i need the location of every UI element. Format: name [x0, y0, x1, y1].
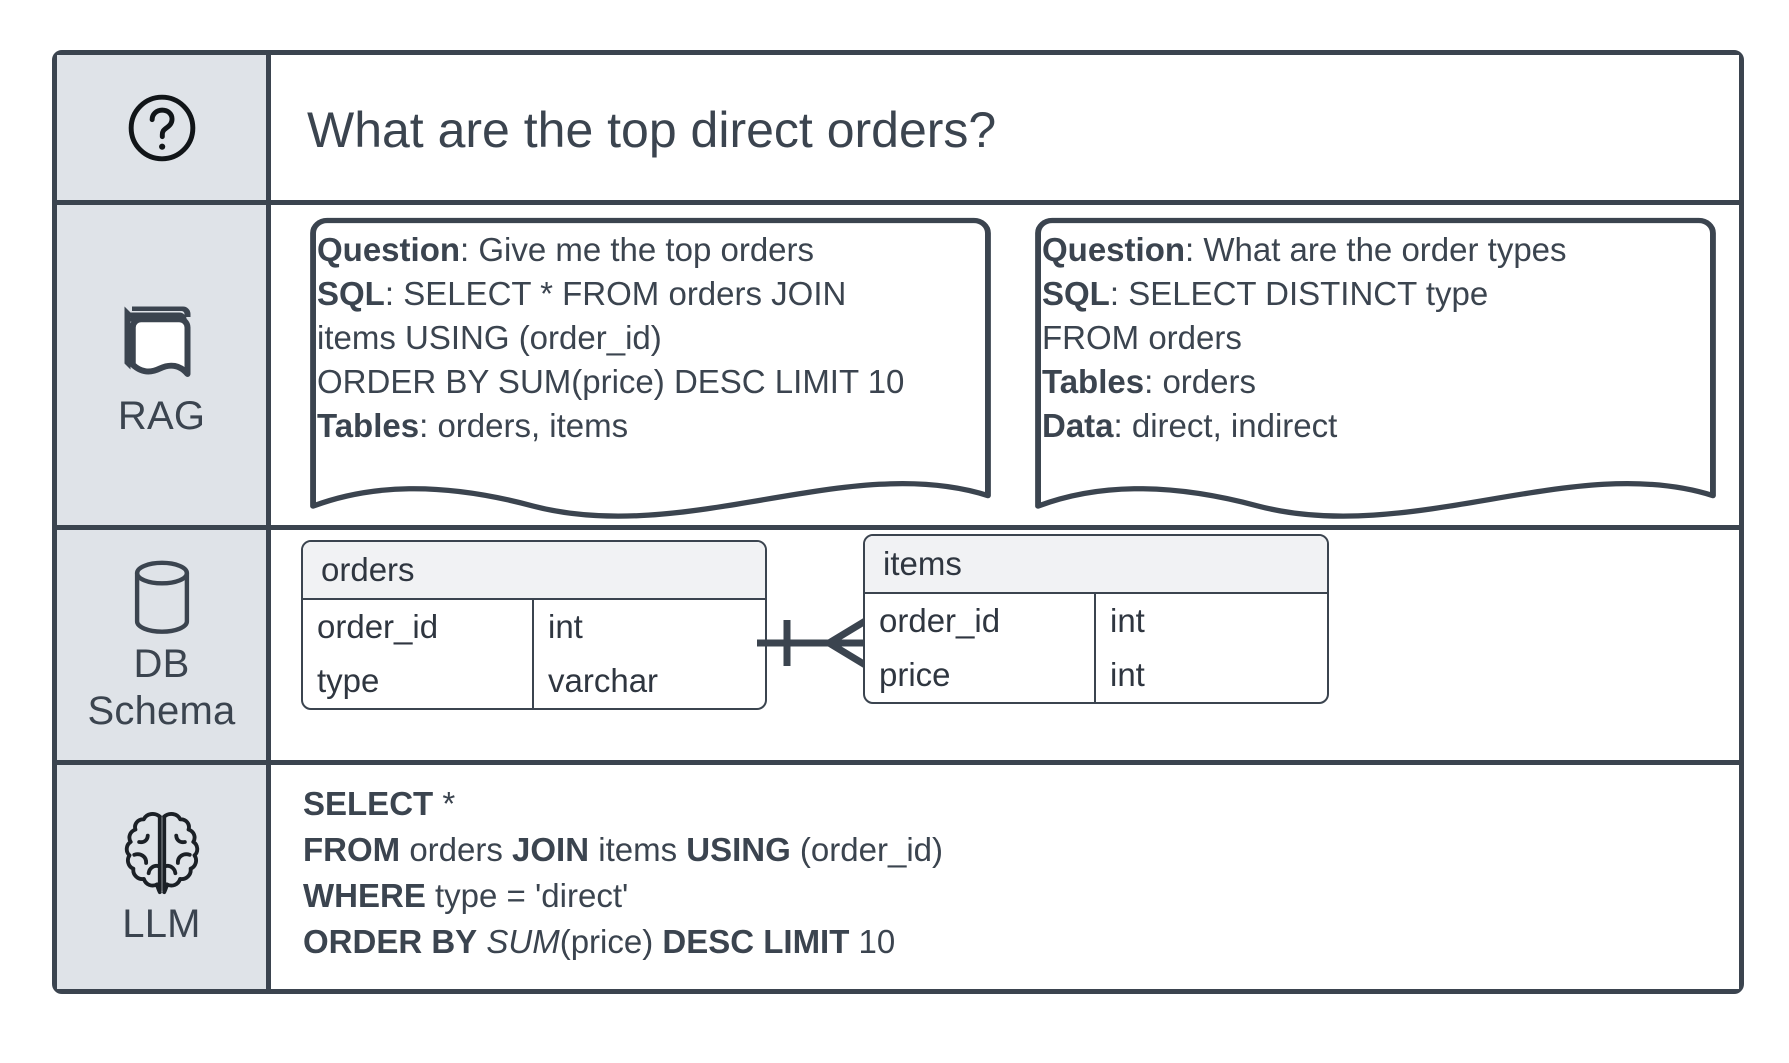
llm-label-cell: LLM: [57, 765, 271, 989]
question-row: What are the top direct orders?: [57, 55, 1739, 205]
er-column-name: type: [303, 654, 534, 708]
er-table-orders: orders order_id int type varchar: [301, 540, 767, 710]
er-column-name: order_id: [865, 594, 1096, 648]
rag-line: Question: Give me the top orders: [317, 231, 815, 268]
er-column-type: varchar: [548, 662, 659, 699]
er-table-items: items order_id int price int: [863, 534, 1329, 704]
llm-content-cell: SELECT * FROM orders JOIN items USING (o…: [271, 765, 1739, 989]
sql-line-4: ORDER BY SUM(price) DESC LIMIT 10: [303, 923, 896, 960]
rag-line: ORDER BY SUM(price) DESC LIMIT 10: [317, 363, 905, 400]
er-column-type: int: [1110, 656, 1145, 693]
rag-line: Tables: orders, items: [317, 407, 629, 444]
er-table-title: items: [865, 536, 1327, 594]
er-column-row: type varchar: [303, 654, 765, 708]
er-relationship-one-to-many: [757, 608, 877, 678]
rag-example-text-1: Question: Give me the top orders SQL: SE…: [299, 210, 1002, 448]
books-stack-icon: [114, 291, 210, 391]
page-title: What are the top direct orders?: [307, 102, 997, 158]
llm-row: LLM SELECT * FROM orders JOIN items USIN…: [57, 765, 1739, 989]
sql-line-1: SELECT *: [303, 785, 456, 822]
brain-icon: [119, 807, 205, 899]
rag-line: items USING (order_id): [317, 319, 662, 356]
question-label-cell: [57, 55, 271, 200]
rag-row: RAG Question: Give me the top orders SQL…: [57, 205, 1739, 530]
er-column-row: order_id int: [865, 594, 1327, 648]
question-mark-circle-icon: [125, 91, 199, 165]
db-schema-label-line2: Schema: [87, 689, 236, 733]
er-column-row: order_id int: [303, 600, 765, 654]
sql-line-2: FROM orders JOIN items USING (order_id): [303, 831, 943, 868]
rag-content-cell: Question: Give me the top orders SQL: SE…: [271, 205, 1739, 525]
er-column-name: order_id: [303, 600, 534, 654]
rag-example-card-2: Question: What are the order types SQL: …: [1024, 210, 1727, 525]
rag-line: Question: What are the order types: [1042, 231, 1567, 268]
rag-label-cell: RAG: [57, 205, 271, 525]
er-column-type: int: [1110, 602, 1145, 639]
db-schema-label-line1: DB: [133, 641, 190, 686]
rag-line: FROM orders: [1042, 319, 1242, 356]
sql-line-3: WHERE type = 'direct': [303, 877, 629, 914]
er-diagram: orders order_id int type varchar: [271, 530, 1739, 760]
er-table-title: orders: [303, 542, 765, 600]
nl2sql-pipeline-diagram: What are the top direct orders? RAG: [52, 50, 1744, 994]
db-schema-row: DB Schema orders order_id int type varch…: [57, 530, 1739, 765]
speech-bubble-shape: [310, 217, 991, 519]
question-content-cell: What are the top direct orders?: [271, 55, 1739, 200]
rag-example-card-1: Question: Give me the top orders SQL: SE…: [299, 210, 1002, 525]
rag-line: SQL: SELECT DISTINCT type: [1042, 275, 1489, 312]
rag-retrieved-examples: Question: Give me the top orders SQL: SE…: [271, 205, 1739, 525]
rag-label: RAG: [117, 394, 206, 439]
llm-label: LLM: [122, 902, 201, 947]
rag-example-text-2: Question: What are the order types SQL: …: [1024, 210, 1727, 448]
generated-sql: SELECT * FROM orders JOIN items USING (o…: [271, 765, 1739, 989]
db-schema-content-cell: orders order_id int type varchar: [271, 530, 1739, 760]
er-column-type: int: [548, 608, 583, 645]
database-cylinder-icon: [129, 557, 195, 639]
rag-line: Tables: orders: [1042, 363, 1256, 400]
speech-bubble-shape: [1035, 217, 1716, 519]
er-column-name: price: [865, 648, 1096, 702]
db-schema-label-cell: DB Schema: [57, 530, 271, 760]
er-column-row: price int: [865, 648, 1327, 702]
rag-line: Data: direct, indirect: [1042, 407, 1338, 444]
rag-line: SQL: SELECT * FROM orders JOIN: [317, 275, 847, 312]
